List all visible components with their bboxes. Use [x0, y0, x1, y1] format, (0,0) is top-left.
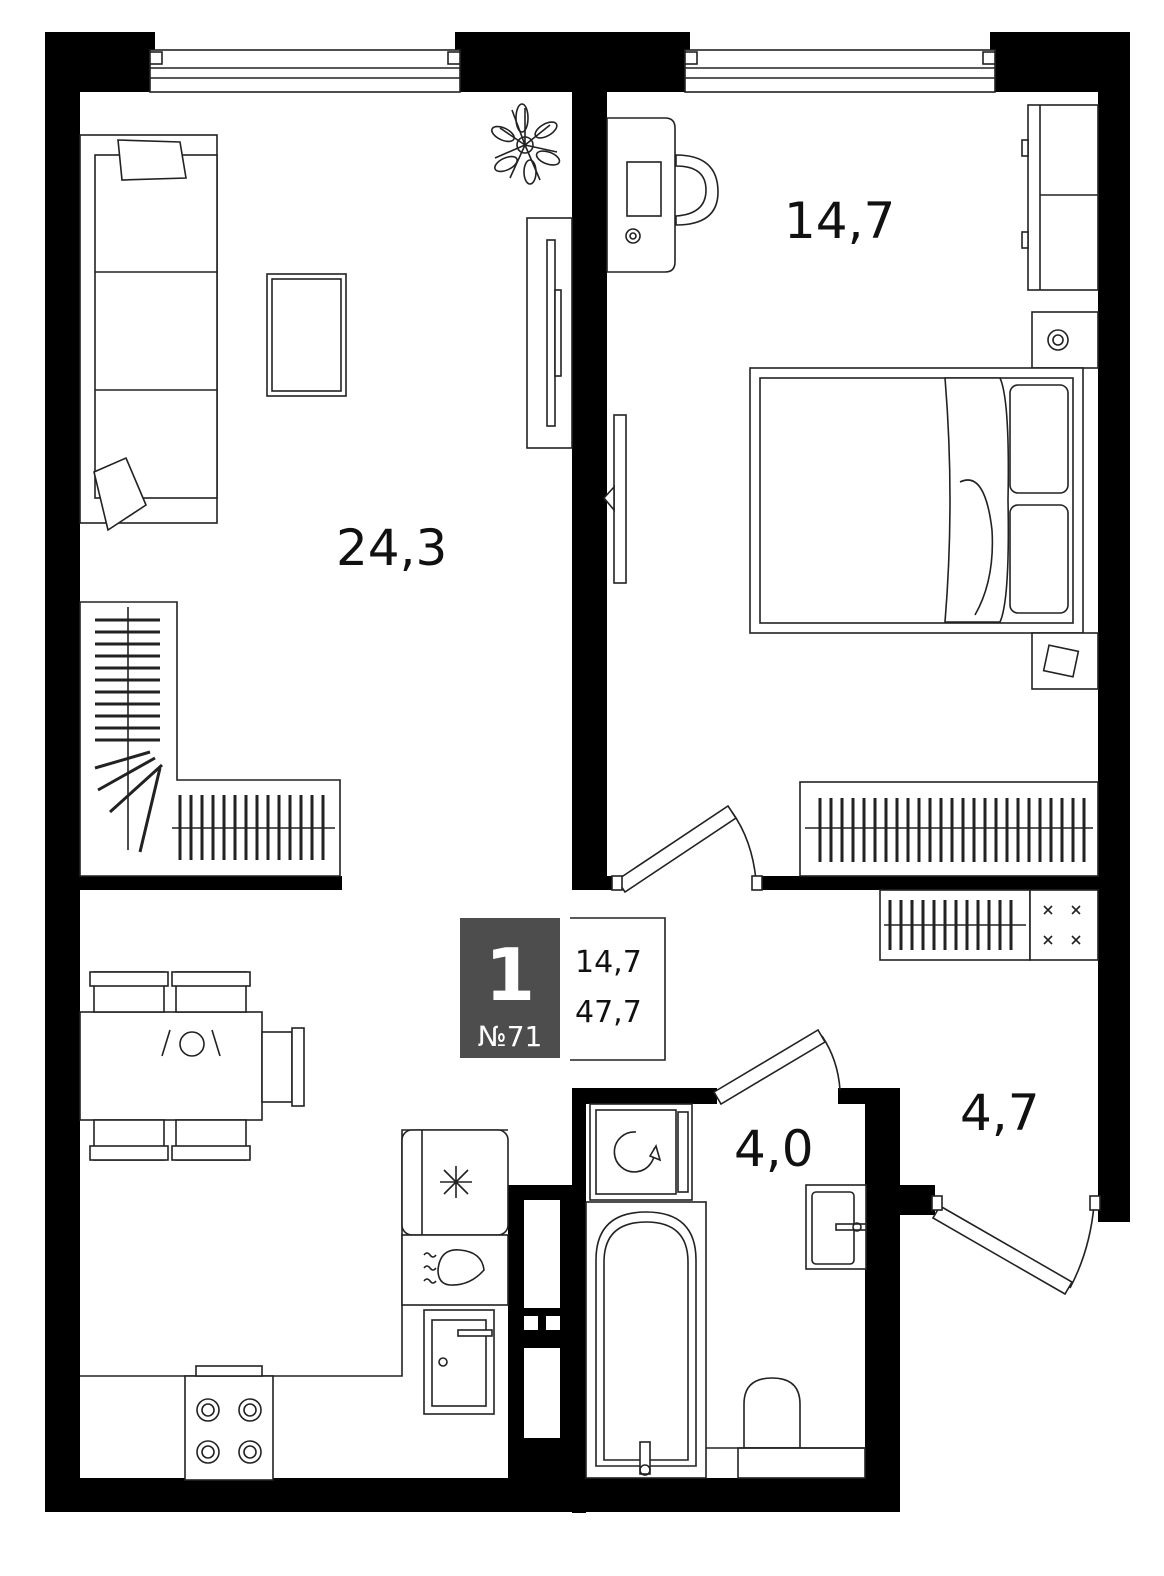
living-area: 14,7: [575, 945, 642, 980]
snowflake-icon: [440, 1166, 472, 1198]
doors: [611, 804, 1101, 1296]
bedroom-area: 14,7: [784, 192, 895, 250]
bathroom-area: 4,0: [734, 1120, 814, 1178]
rooms-count: 1: [485, 933, 535, 1017]
wall-top-mid: [455, 32, 690, 92]
bedroom-wardrobe: [799, 781, 1099, 877]
chair: [675, 154, 719, 226]
sofa: [79, 134, 218, 532]
apartment-number: №71: [478, 1020, 543, 1053]
badge-box: [460, 918, 560, 1058]
bed: [749, 367, 1084, 634]
living-furniture: [79, 103, 573, 877]
washbasin: [805, 1184, 867, 1270]
dishwasher: [401, 1234, 509, 1306]
hall-wardrobe: [879, 889, 1031, 961]
wall-right: [1098, 32, 1130, 1222]
monitor: [626, 161, 662, 217]
pillow-icon: [93, 456, 147, 532]
mirror: [602, 414, 627, 584]
wall-bedroom-hall: [760, 876, 1098, 890]
apartment-badge: 1 №71 14,7 47,7: [460, 917, 666, 1061]
chair: [261, 1031, 293, 1103]
kitchen-furniture: [79, 971, 509, 1481]
stove: [184, 1375, 274, 1481]
nightstand-top: [1031, 311, 1099, 369]
bedroom-furniture: [602, 104, 1099, 877]
wall-living-kitchen: [80, 876, 342, 890]
wall-bath-top: [572, 1088, 717, 1104]
plant-icon: [491, 103, 561, 185]
hall-area: 4,7: [960, 1084, 1040, 1142]
wall-top-left: [45, 32, 155, 92]
wall-bath-right: [865, 1090, 900, 1510]
nightstand-bottom: [1031, 632, 1099, 690]
door-bedroom: [611, 804, 763, 894]
washing-machine: [589, 1103, 693, 1201]
window-bedroom: [684, 49, 996, 93]
hall-furniture: [879, 889, 1099, 961]
shoe-rack: [1029, 889, 1099, 961]
corner-wardrobe: [79, 601, 341, 877]
wall-bath-left: [572, 1088, 586, 1513]
wardrobe: [1021, 104, 1099, 291]
pillow-icon: [117, 139, 187, 181]
door-bathroom: [712, 1028, 841, 1106]
tv-stand: [526, 217, 573, 449]
dining-table: [79, 971, 305, 1161]
living-room-area: 24,3: [336, 519, 447, 577]
total-area: 47,7: [575, 995, 642, 1030]
window-living: [149, 49, 461, 93]
wall-bottom: [45, 1478, 900, 1512]
walls: [45, 32, 1130, 1513]
kitchen-counter: [80, 1129, 509, 1481]
door-entrance: [931, 1195, 1101, 1296]
wall-left: [45, 32, 80, 1512]
desk: [606, 117, 719, 273]
windows: [149, 49, 996, 93]
wall-bath-right-ext: [865, 1185, 935, 1215]
toilet: [706, 1377, 866, 1479]
bathtub: [585, 1201, 707, 1479]
bathroom-furniture: [585, 1103, 867, 1479]
